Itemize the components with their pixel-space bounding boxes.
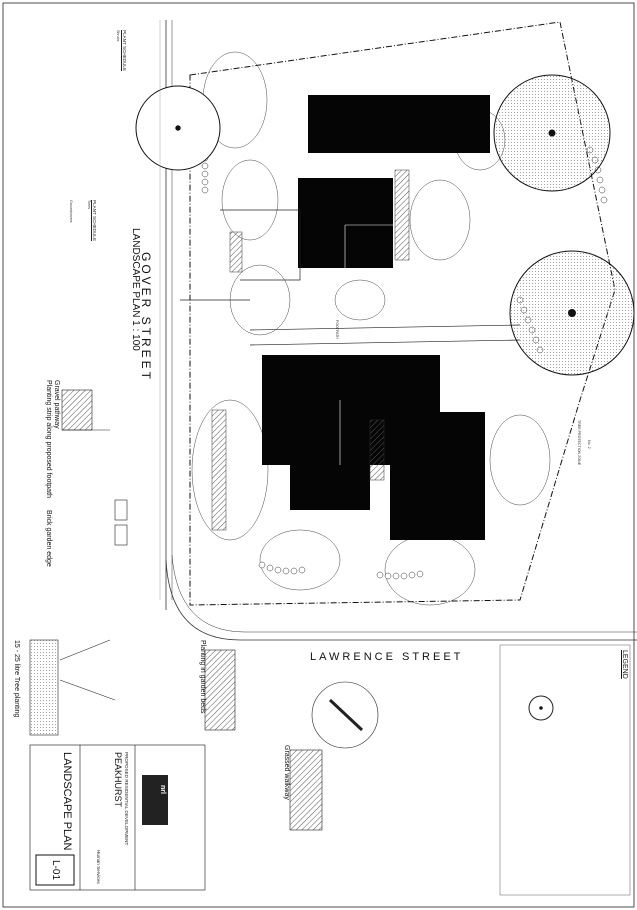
footpath-label: FOOTPATH — [335, 320, 339, 340]
planting-strip-detail-title: Planting strip along proposed footpath — [45, 380, 52, 498]
buildings — [262, 95, 490, 540]
project-name: PROPOSED RESIDENTIAL DEVELOPMENT — [124, 752, 129, 846]
detail-drawings — [29, 389, 554, 831]
legend-title: LEGEND — [621, 650, 628, 679]
legend-box — [499, 644, 631, 896]
grassed-walkway-detail-title: Grassed walkway — [283, 745, 290, 800]
groundcover-schedule-title: PLANT SCHEDULE — [92, 200, 97, 242]
shrub-schedule-title: PLANT SCHEDULE — [122, 30, 127, 72]
sheet-number: L-01 — [50, 860, 61, 881]
trees-heading: Trees — [87, 200, 91, 210]
site-boundary — [189, 21, 616, 606]
building-2 — [298, 178, 393, 268]
paving-strips — [211, 169, 410, 531]
lot-number-label: No. 2 — [587, 440, 591, 449]
brick-edge-detail-title: Brick garden edge — [45, 510, 52, 567]
street-corner-curve-2 — [171, 554, 637, 633]
building-3b — [290, 360, 370, 510]
street-corner-curve — [165, 559, 637, 641]
gravel-path-detail-title: Gravel pathway — [53, 380, 60, 429]
building-1 — [308, 95, 490, 153]
gover-street-label: GOVER STREET — [139, 252, 153, 383]
shrubs-heading: Shrubs — [116, 30, 120, 42]
garden-bed-detail-title: Planting in garden beds — [199, 640, 206, 714]
groundcovers-heading: Groundcovers — [69, 200, 73, 223]
project-suburb: PEAKHURST — [113, 752, 123, 808]
company-logo-box — [142, 775, 168, 825]
tree-protection-label: TREE PROTECTION ZONE — [577, 420, 581, 466]
client-name: Human Services — [96, 850, 101, 884]
title-block-frame — [29, 744, 206, 891]
tree-planting-detail-title: 15 - 25 litre Tree planting — [13, 640, 20, 718]
building-4b — [430, 412, 485, 452]
paths — [180, 209, 521, 346]
lawrence-street-label: LAWRENCE STREET — [310, 651, 464, 663]
existing-trees — [135, 74, 635, 376]
sheet-title: LANDSCAPE PLAN — [61, 752, 73, 851]
building-internal-lines — [339, 224, 393, 465]
company-mark: nrl — [159, 785, 166, 794]
plan-scale-label: LANDSCAPE PLAN 1 : 100 — [130, 228, 141, 351]
